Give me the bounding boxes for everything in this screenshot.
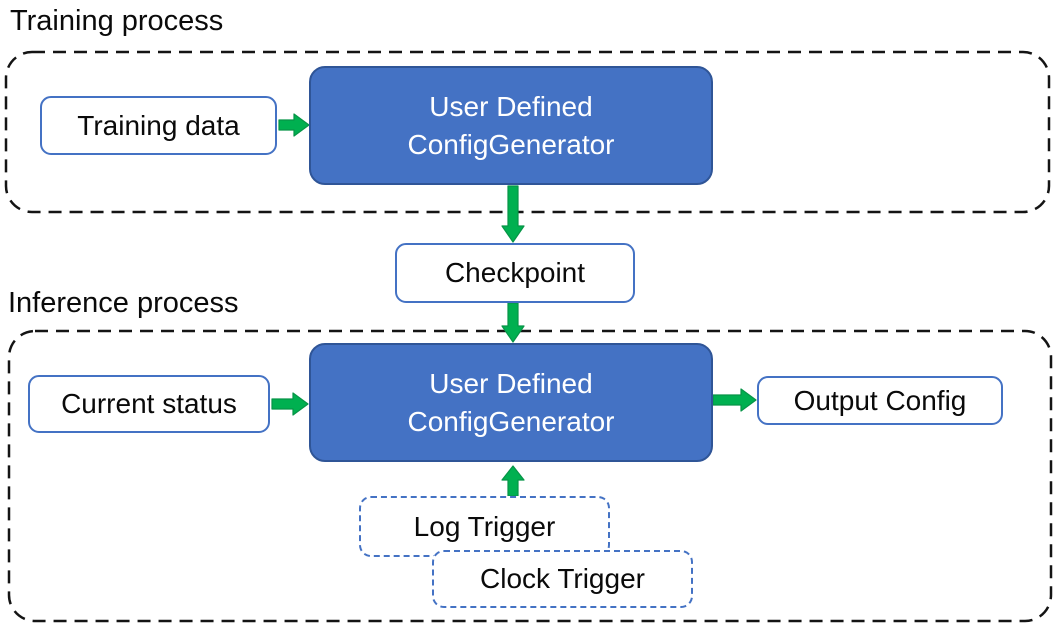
- training-data-node: Training data: [40, 96, 277, 155]
- output-config-label: Output Config: [793, 384, 967, 416]
- arrow-training-data-to-generator: [278, 113, 310, 137]
- output-config-node: Output Config: [757, 376, 1003, 425]
- current-status-label: Current status: [61, 388, 237, 419]
- checkpoint-label: Checkpoint: [444, 257, 586, 288]
- inference-config-generator-node: User Defined ConfigGenerator: [309, 343, 713, 462]
- arrow-current-status-to-generator: [271, 392, 309, 416]
- inference-process-container: [7, 329, 1053, 623]
- arrow-trigger-to-generator: [501, 465, 525, 497]
- training-generator-label-line1: User Defined: [429, 90, 593, 122]
- clock-trigger-label: Clock Trigger: [480, 563, 645, 594]
- inference-process-title: Inference process: [8, 287, 239, 319]
- arrow-checkpoint-to-generator: [501, 302, 525, 343]
- inference-generator-label-line1: User Defined: [429, 367, 593, 399]
- arrow-generator-to-checkpoint: [501, 185, 525, 243]
- training-config-generator-node: User Defined ConfigGenerator: [309, 66, 713, 185]
- training-process-title: Training process: [10, 5, 224, 37]
- training-process-container: [4, 50, 1051, 214]
- training-data-label: Training data: [77, 109, 240, 141]
- log-trigger-node: Log Trigger: [359, 496, 610, 557]
- current-status-node: Current status: [28, 375, 270, 433]
- clock-trigger-node: Clock Trigger: [432, 550, 693, 608]
- arrow-generator-to-output-config: [712, 388, 757, 412]
- checkpoint-node: Checkpoint: [395, 243, 635, 303]
- inference-generator-label-line2: ConfigGenerator: [407, 405, 615, 437]
- log-trigger-label: Log Trigger: [413, 510, 556, 542]
- training-generator-label-line2: ConfigGenerator: [407, 128, 615, 160]
